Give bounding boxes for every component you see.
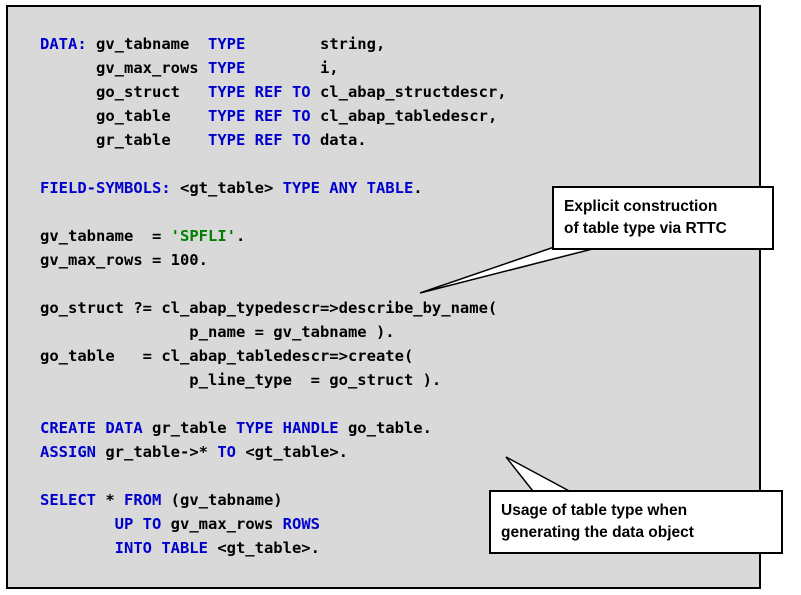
callout-line: generating the data object: [501, 524, 694, 541]
callout-line: of table type via RTTC: [564, 220, 727, 237]
code-block: DATA: gv_tabname TYPE string, gv_max_row…: [40, 35, 507, 557]
callout-rttc-construction: Explicit construction of table type via …: [552, 186, 774, 250]
callout-line: Usage of table type when: [501, 502, 688, 519]
callout-table-type-usage: Usage of table type when generating the …: [489, 490, 783, 554]
callout-line: Explicit construction: [564, 198, 718, 215]
